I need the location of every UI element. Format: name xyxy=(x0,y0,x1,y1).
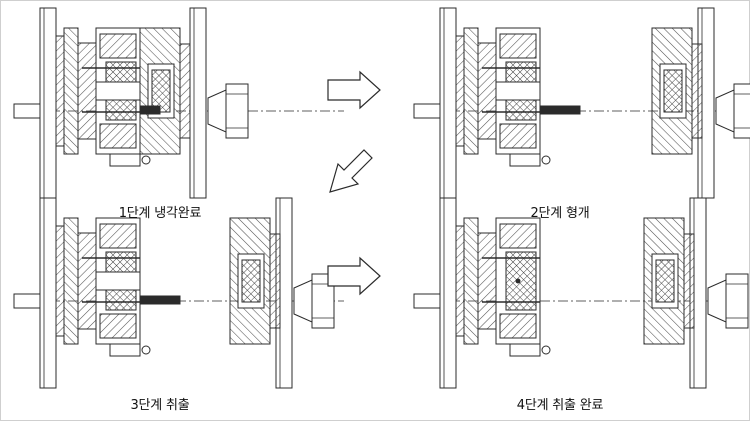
runner xyxy=(139,105,161,115)
core-insert xyxy=(505,251,537,311)
stage-4-caption: 4단계 취출 완료 xyxy=(516,398,604,413)
bottom-fitting xyxy=(541,155,551,165)
block-lower xyxy=(499,123,537,149)
machine-platen xyxy=(439,197,457,389)
bottom-cylinder xyxy=(509,153,541,167)
stage-3-caption: 3단계 취출 xyxy=(130,398,190,413)
locating-ring xyxy=(269,233,281,329)
machine-platen xyxy=(39,7,57,199)
machine-platen xyxy=(39,197,57,389)
stage-2-caption: 2단계 형개 xyxy=(530,206,590,221)
bottom-fitting xyxy=(541,345,551,355)
machine-platen xyxy=(439,7,457,199)
bottom-cylinder xyxy=(109,153,141,167)
support-plate xyxy=(463,217,479,345)
diagonal-arrow-2-to-3 xyxy=(329,149,373,193)
block-lower xyxy=(99,123,137,149)
clamp-plate xyxy=(55,225,65,337)
mold-stage xyxy=(13,197,344,389)
mold-stage xyxy=(413,197,749,389)
right-arrow-3-to-4 xyxy=(327,256,381,296)
right-arrow-1-to-2 xyxy=(327,70,381,110)
sprue-bush xyxy=(655,259,675,303)
locating-ring xyxy=(691,43,703,139)
nozzle-body xyxy=(725,273,749,329)
bottom-fitting xyxy=(141,155,151,165)
ejector-plate xyxy=(77,232,97,330)
pin-hole-marker xyxy=(515,278,521,284)
support-plate xyxy=(63,217,79,345)
locating-ring xyxy=(179,43,191,139)
nozzle-body xyxy=(733,83,750,139)
block-upper xyxy=(499,33,537,59)
clamp-plate xyxy=(455,35,465,147)
nozzle-tip xyxy=(207,89,227,133)
mold-stage xyxy=(413,7,750,199)
nozzle-body xyxy=(225,83,249,139)
nozzle-tip xyxy=(293,279,313,323)
molded-part xyxy=(95,81,141,101)
ejector-plate xyxy=(477,42,497,140)
molded-part xyxy=(495,81,541,101)
nozzle-tip xyxy=(715,89,735,133)
stage-1-caption: 1단계 냉각완료 xyxy=(118,206,202,221)
ejector-plate xyxy=(477,232,497,330)
sprue-bush xyxy=(151,69,171,113)
nozzle-tip xyxy=(707,279,727,323)
ejector-plate xyxy=(77,42,97,140)
support-plate xyxy=(63,27,79,155)
support-plate xyxy=(463,27,479,155)
sprue-bush xyxy=(663,69,683,113)
bottom-fitting xyxy=(141,345,151,355)
block-upper xyxy=(99,223,137,249)
mold-stage xyxy=(13,7,344,199)
clamp-plate xyxy=(455,225,465,337)
sprue-bush xyxy=(241,259,261,303)
molded-part xyxy=(95,271,141,291)
block-upper xyxy=(499,223,537,249)
runner xyxy=(139,295,181,305)
locating-ring xyxy=(683,233,695,329)
machine-platen xyxy=(189,7,207,199)
bottom-cylinder xyxy=(109,343,141,357)
block-lower xyxy=(99,313,137,339)
block-lower xyxy=(499,313,537,339)
block-upper xyxy=(99,33,137,59)
clamp-plate xyxy=(55,35,65,147)
runner xyxy=(539,105,581,115)
nozzle-body xyxy=(311,273,335,329)
bottom-cylinder xyxy=(509,343,541,357)
